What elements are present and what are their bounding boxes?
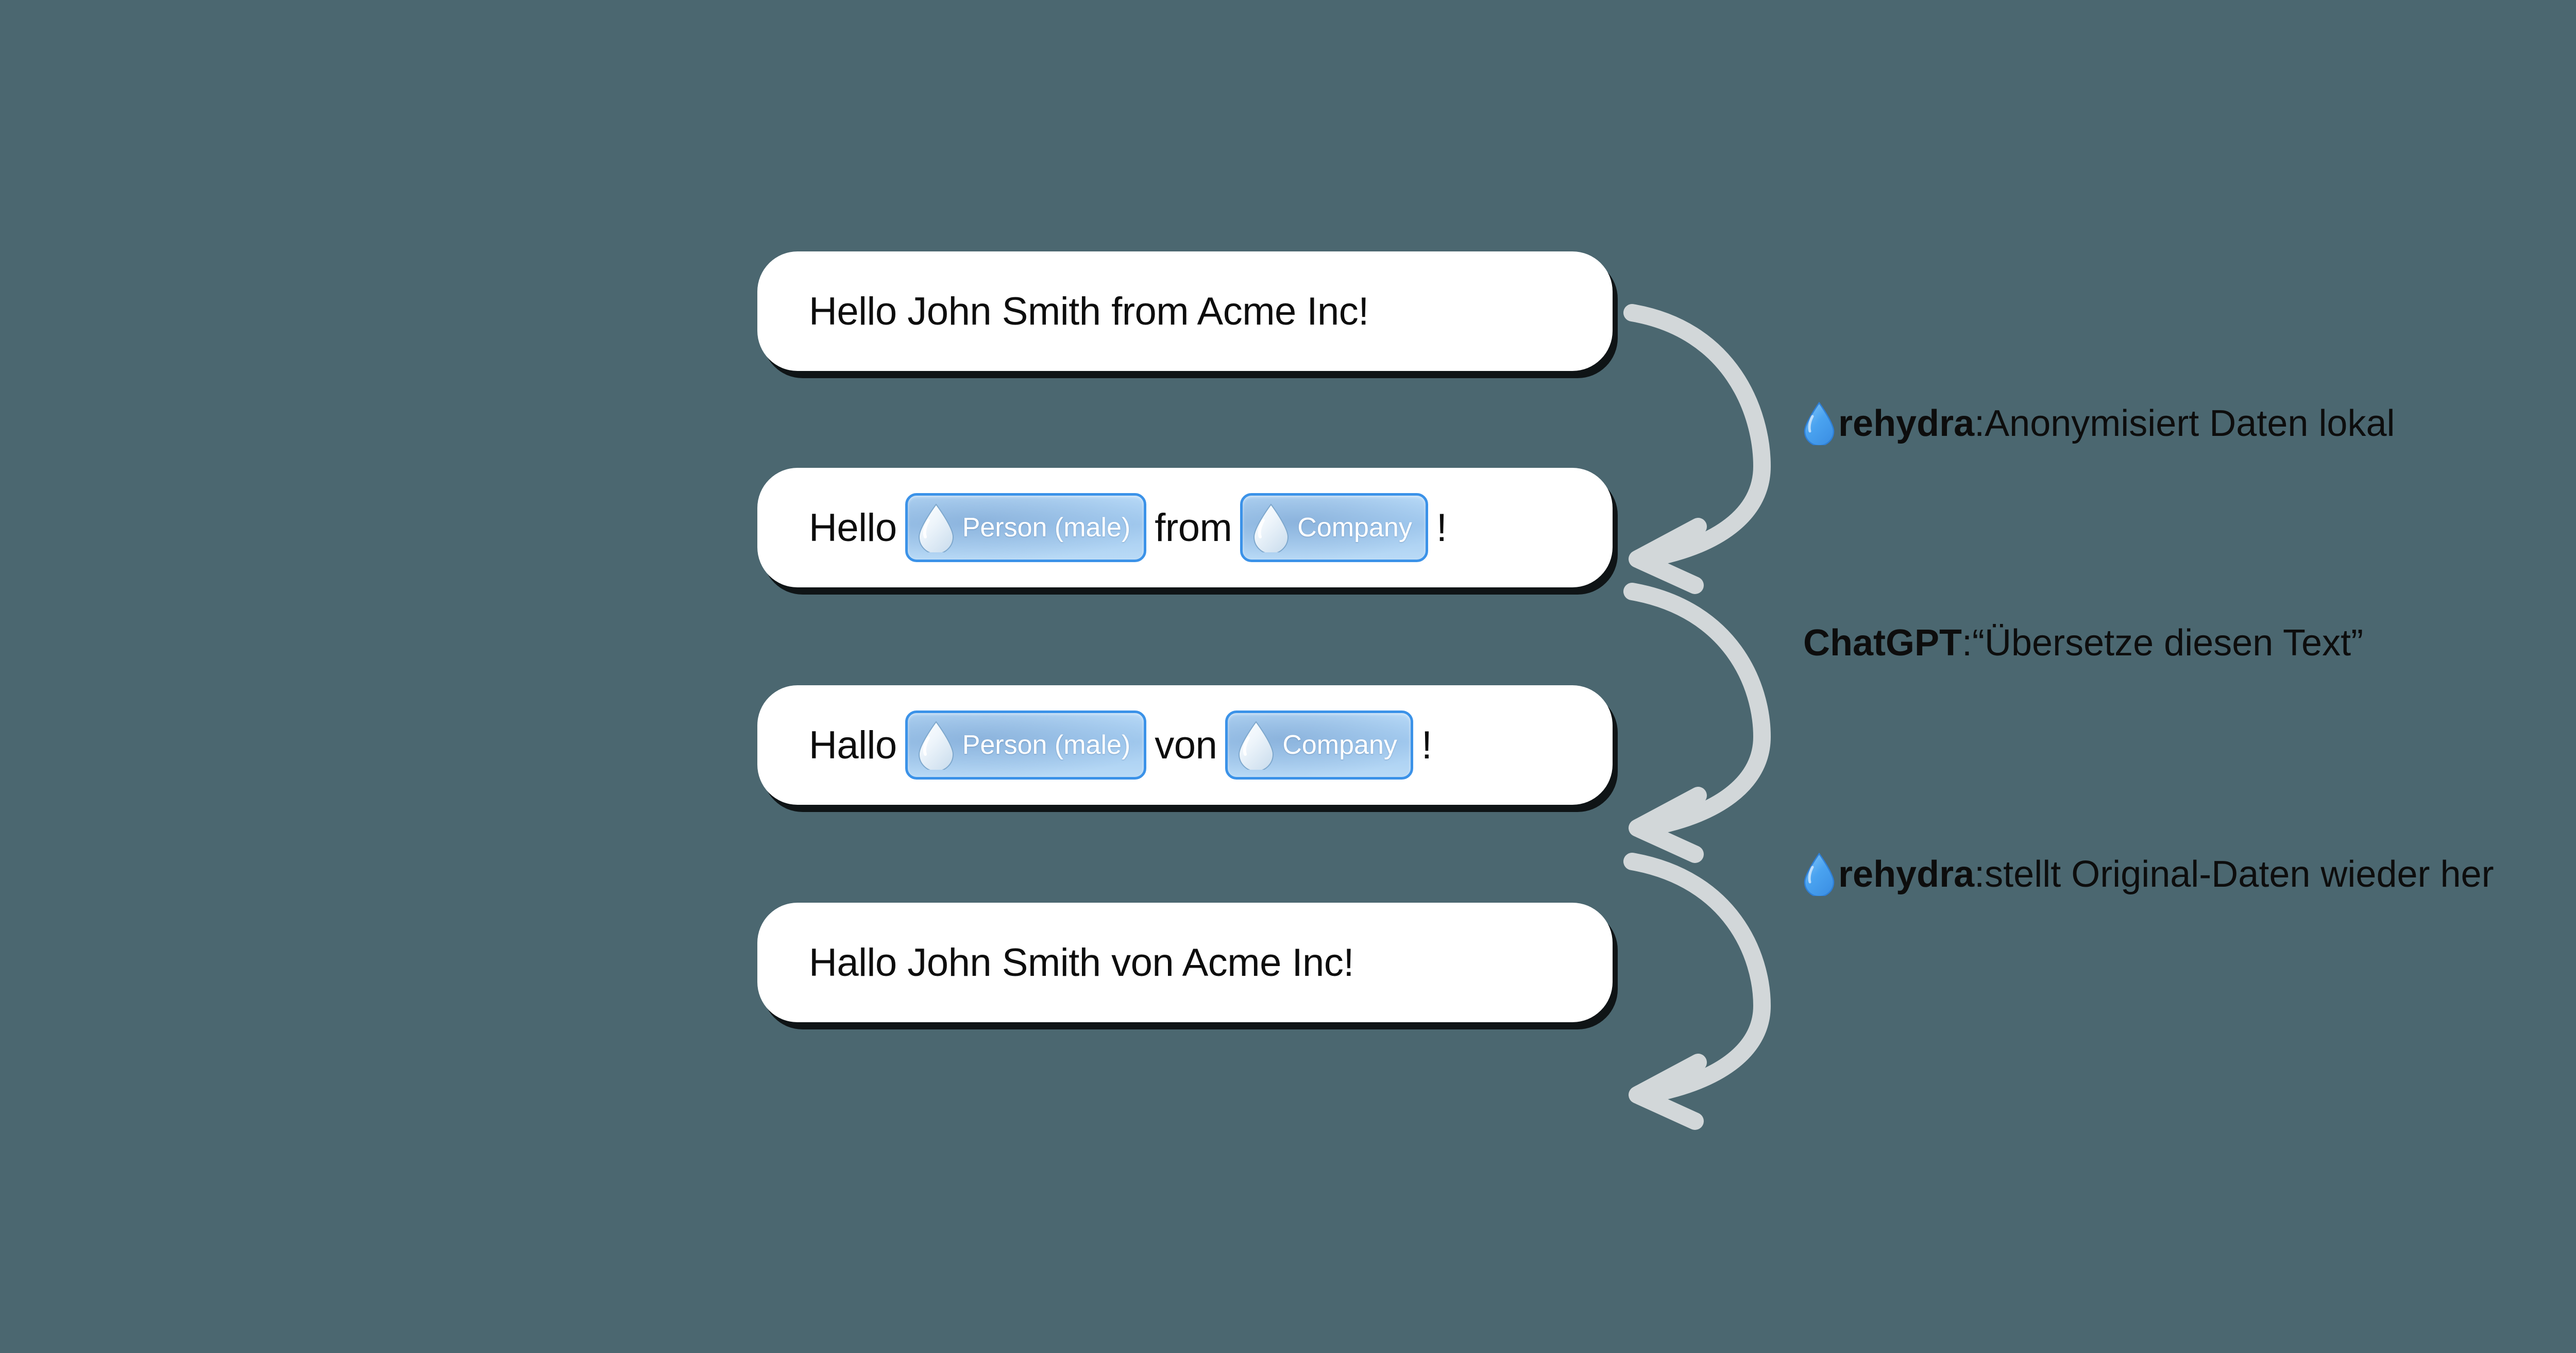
note-actor: ChatGPT bbox=[1803, 622, 1962, 664]
note-actor: rehydra bbox=[1838, 854, 1975, 895]
note-translate: ChatGPT : “Übersetze diesen Text” bbox=[1803, 624, 2363, 662]
bubble-text: Hello John Smith from Acme Inc! bbox=[809, 289, 1369, 333]
chat-bubble-original-input: Hello John Smith from Acme Inc! bbox=[757, 251, 1613, 371]
entity-token-label: Person (male) bbox=[962, 730, 1131, 760]
entity-token-label: Person (male) bbox=[962, 513, 1131, 543]
entity-token-company[interactable]: Company bbox=[1240, 493, 1428, 562]
note-description: stellt Original-Daten wieder her bbox=[1985, 854, 2494, 895]
note-actor: rehydra bbox=[1838, 403, 1975, 444]
arrow-anonymize bbox=[1623, 304, 1771, 594]
bubble-text-fragment: ! bbox=[1421, 723, 1432, 767]
bubble-text-fragment: von bbox=[1155, 723, 1217, 767]
chat-bubble-translated-anonymized: Hallo Person (male) von Company ! bbox=[757, 685, 1613, 805]
droplet-icon bbox=[1239, 721, 1274, 770]
note-description: Anonymisiert Daten lokal bbox=[1985, 403, 2395, 444]
bubble-text: Hallo Person (male) von Company ! bbox=[809, 711, 1432, 780]
entity-token-label: Company bbox=[1282, 730, 1397, 760]
bubble-text-fragment: from bbox=[1155, 505, 1232, 550]
entity-token-company[interactable]: Company bbox=[1225, 711, 1413, 780]
arrow-translate bbox=[1623, 583, 1771, 863]
droplet-icon bbox=[918, 721, 954, 770]
droplet-icon bbox=[1804, 402, 1835, 445]
bubble-text: Hallo John Smith von Acme Inc! bbox=[809, 940, 1354, 985]
note-description: “Übersetze diesen Text” bbox=[1972, 622, 2364, 664]
entity-token-label: Company bbox=[1297, 513, 1412, 543]
arrow-rehydrate bbox=[1623, 853, 1771, 1130]
note-separator: : bbox=[1974, 403, 1985, 444]
note-anonymize: rehydra : Anonymisiert Daten lokal bbox=[1803, 402, 2395, 445]
droplet-icon bbox=[1804, 853, 1835, 896]
note-separator: : bbox=[1962, 622, 1973, 664]
bubble-text-fragment: ! bbox=[1436, 505, 1447, 550]
bubble-text: Hello Person (male) from bbox=[809, 493, 1447, 562]
bubble-text-fragment: Hello bbox=[809, 505, 897, 550]
chat-bubble-rehydrated-output: Hallo John Smith von Acme Inc! bbox=[757, 903, 1613, 1022]
droplet-icon bbox=[918, 503, 954, 552]
note-separator: : bbox=[1974, 854, 1985, 895]
note-rehydrate: rehydra : stellt Original-Daten wieder h… bbox=[1803, 853, 2494, 896]
droplet-icon bbox=[1253, 503, 1289, 552]
chat-bubble-anonymized-input: Hello Person (male) from bbox=[757, 468, 1613, 587]
bubble-text-fragment: Hallo bbox=[809, 723, 897, 767]
entity-token-person[interactable]: Person (male) bbox=[905, 493, 1147, 562]
entity-token-person[interactable]: Person (male) bbox=[905, 711, 1147, 780]
